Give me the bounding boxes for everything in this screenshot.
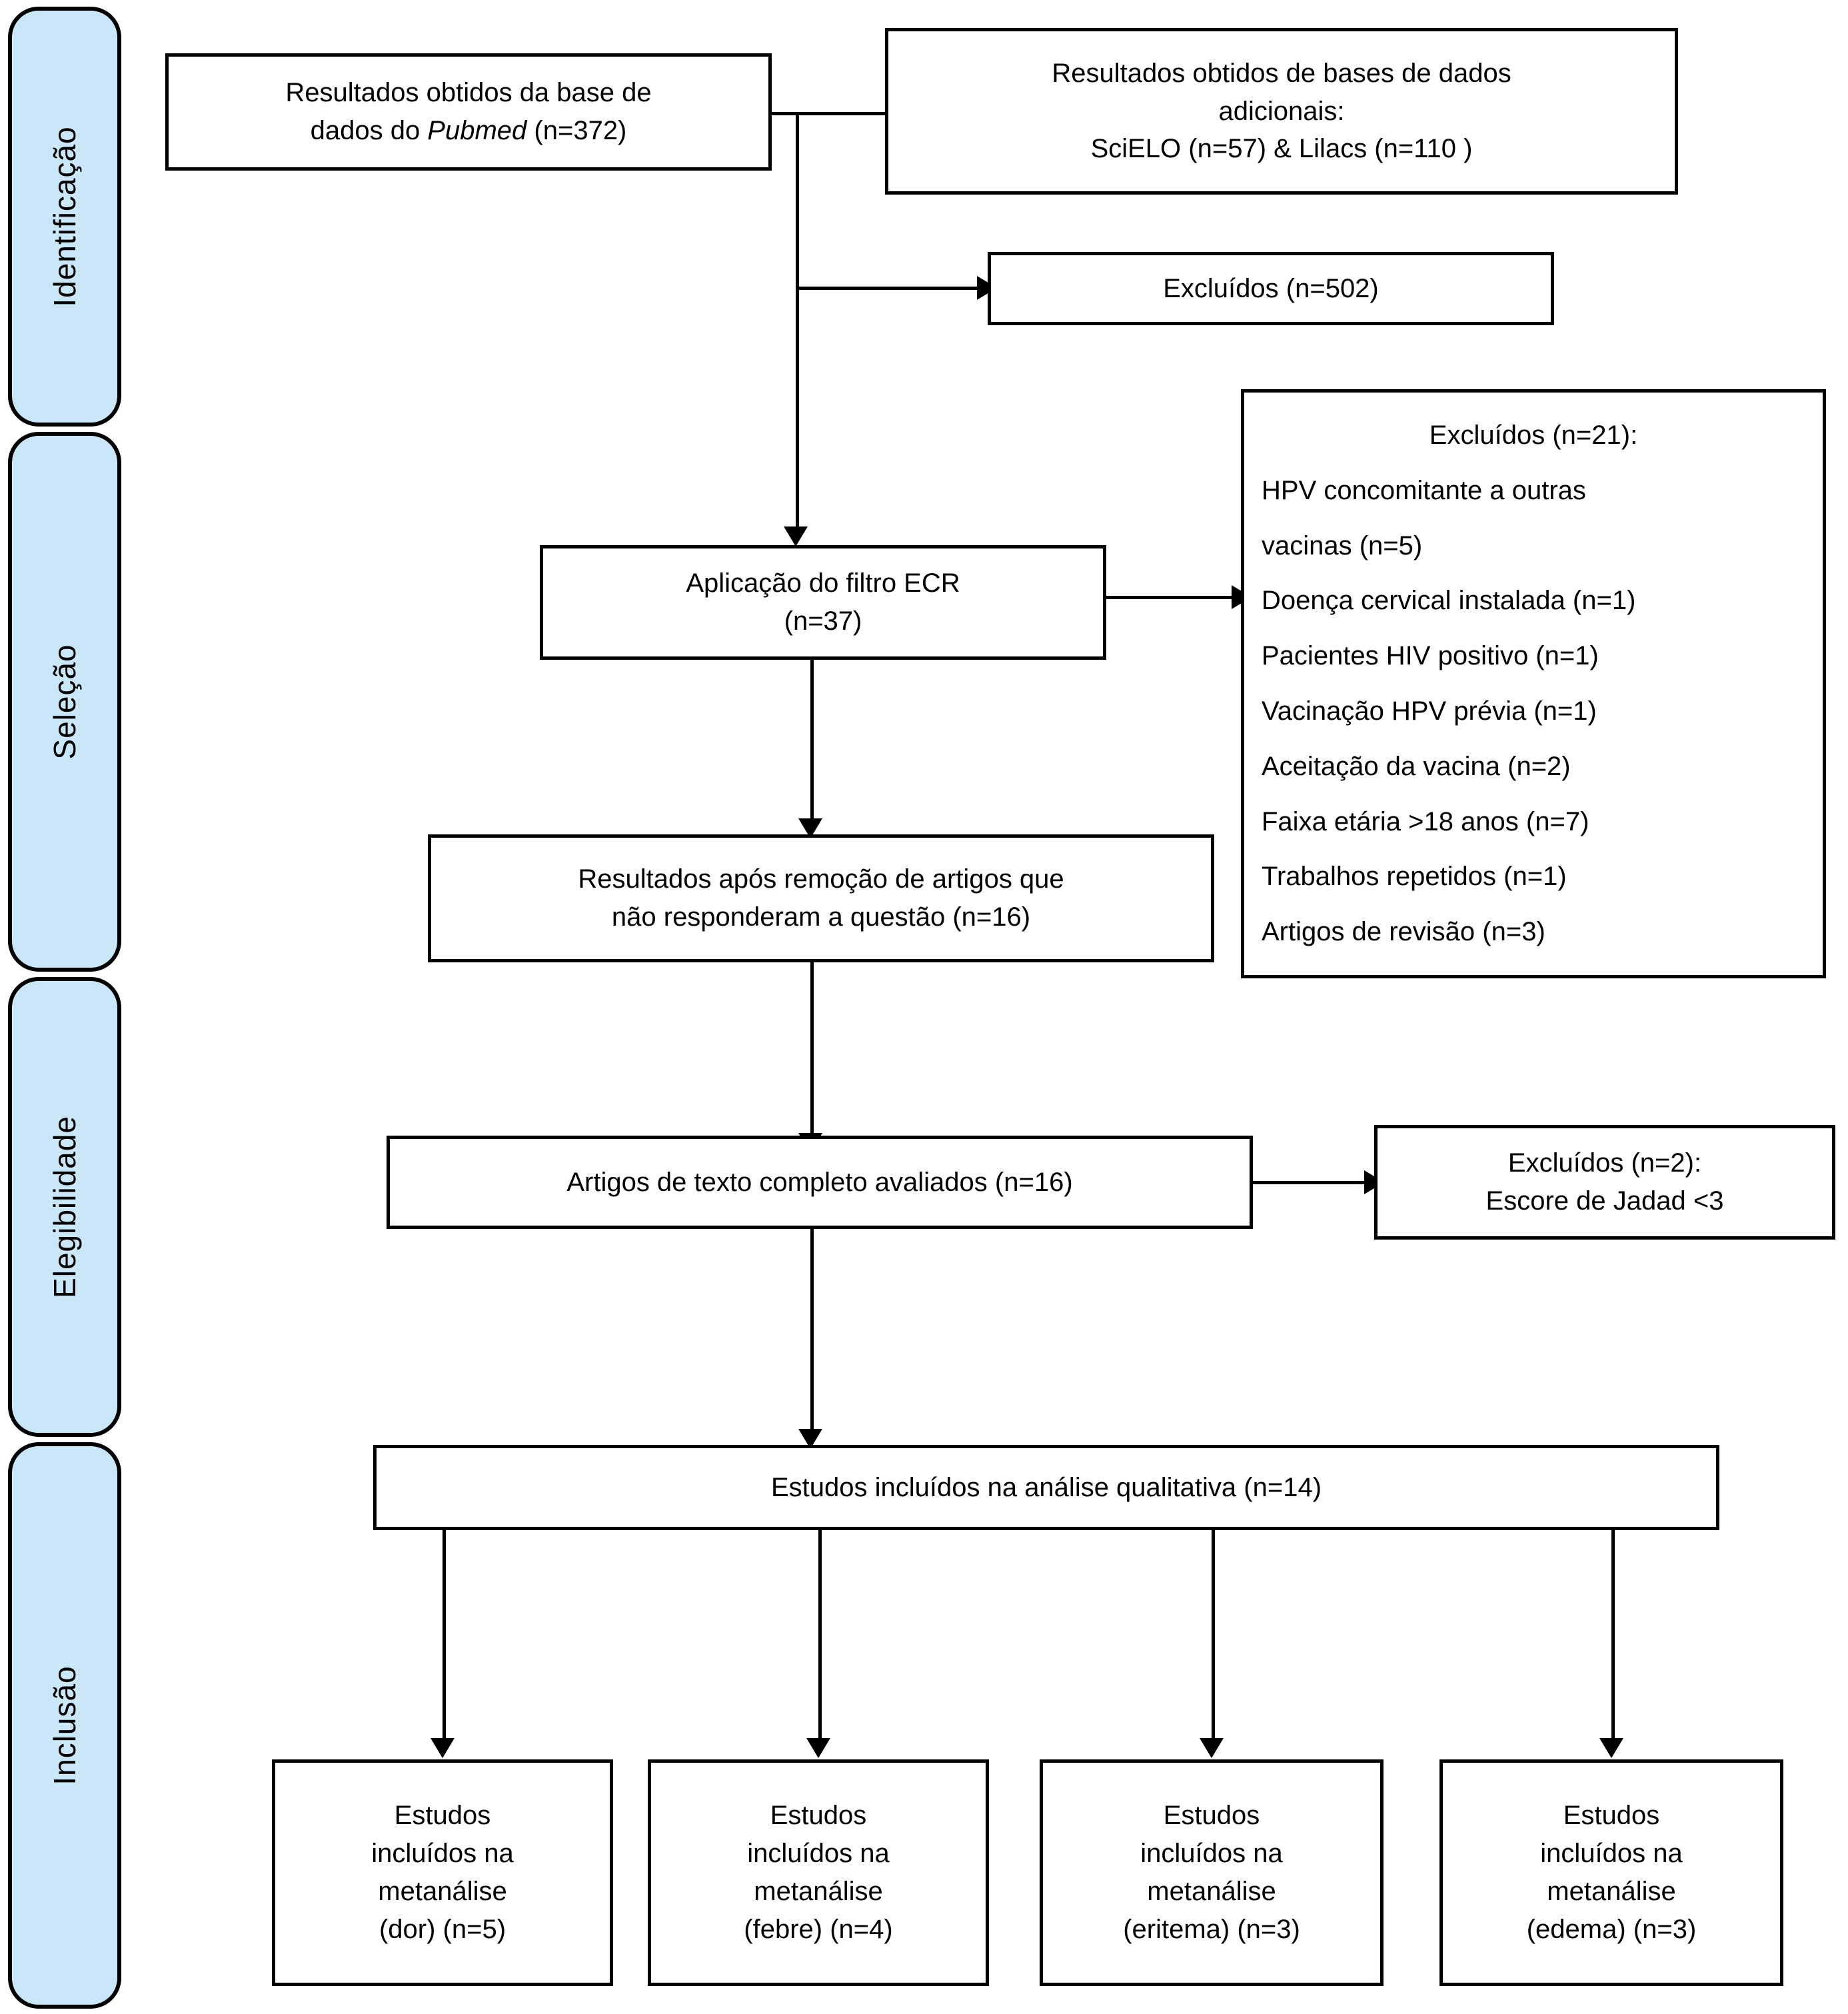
pubmed-line-2-suffix: (n=372): [526, 116, 627, 145]
box-pubmed-results: Resultados obtidos da base de dados do P…: [165, 53, 772, 171]
connector-fulltext-to-qualitative: [810, 1228, 814, 1441]
metanalysis-eritema-line-3: metanálise: [1147, 1877, 1276, 1906]
metanalysis-dor-line-2: incluídos na: [371, 1839, 514, 1869]
pubmed-source-name: Pubmed: [427, 116, 527, 145]
pubmed-line-2-prefix: dados do: [310, 116, 428, 145]
additional-line-2: adicionais:: [1218, 96, 1345, 126]
excluded-21-item: Pacientes HIV positivo (n=1): [1262, 641, 1599, 671]
connector-trunk-to-excluded-502: [796, 287, 982, 290]
metanalysis-dor-line-3: metanálise: [378, 1877, 507, 1906]
after-removal-line-2: não responderam a questão (n=16): [611, 902, 1031, 932]
additional-line-1: Resultados obtidos de bases de dados: [1052, 58, 1511, 88]
box-excluded-502: Excluídos (n=502): [988, 252, 1554, 325]
qualitative-analysis-text: Estudos incluídos na análise qualitativa…: [770, 1472, 1322, 1502]
box-additional-databases: Resultados obtidos de bases de dados adi…: [885, 28, 1678, 195]
additional-line-3: SciELO (n=57) & Lilacs (n=110 ): [1090, 134, 1473, 164]
excluded-21-item: Aceitação da vacina (n=2): [1262, 751, 1571, 781]
connector-qualitative-to-dor: [443, 1485, 446, 1751]
arrow-to-metanalysis-edema: [1599, 1738, 1623, 1758]
connector-fulltext-to-excluded-2: [1253, 1181, 1376, 1184]
connector-qualitative-to-edema: [1611, 1485, 1615, 1751]
excluded-21-item: vacinas (n=5): [1262, 530, 1423, 560]
fulltext-assessed-text: Artigos de texto completo avaliados (n=1…: [566, 1167, 1073, 1197]
metanalysis-eritema-line-4: (eritema) (n=3): [1123, 1914, 1300, 1944]
metanalysis-febre-line-3: metanálise: [754, 1877, 883, 1906]
connector-qualitative-to-eritema: [1212, 1485, 1215, 1751]
arrow-to-metanalysis-dor: [431, 1738, 455, 1758]
stage-elegibilidade: Elegibilidade: [8, 977, 121, 1437]
stage-identificacao: Identificação: [8, 7, 121, 427]
metanalysis-edema-line-4: (edema) (n=3): [1526, 1914, 1697, 1944]
metanalysis-febre-line-2: incluídos na: [747, 1839, 890, 1869]
box-qualitative-analysis: Estudos incluídos na análise qualitativa…: [373, 1445, 1719, 1530]
excluded-21-item: Artigos de revisão (n=3): [1262, 917, 1545, 947]
stage-selecao: Seleção: [8, 432, 121, 972]
filtro-ecr-line-2: (n=37): [784, 606, 862, 636]
connector-after-removal-to-fulltext: [810, 960, 814, 1146]
metanalysis-febre-line-1: Estudos: [770, 1801, 867, 1831]
stage-inclusao: Inclusão: [8, 1442, 121, 2009]
metanalysis-eritema-line-1: Estudos: [1163, 1801, 1260, 1831]
excluded-2-line-1: Excluídos (n=2):: [1507, 1148, 1702, 1178]
metanalysis-eritema-line-2: incluídos na: [1140, 1839, 1283, 1869]
arrow-to-metanalysis-febre: [806, 1738, 830, 1758]
excluded-21-title: Excluídos (n=21):: [1429, 421, 1638, 450]
after-removal-line-1: Resultados após remoção de artigos que: [578, 864, 1064, 894]
box-after-removal: Resultados após remoção de artigos que n…: [428, 834, 1214, 962]
stage-label-inclusao: Inclusão: [47, 1665, 82, 1785]
metanalysis-dor-line-4: (dor) (n=5): [379, 1914, 506, 1944]
excluded-502-text: Excluídos (n=502): [1163, 273, 1379, 303]
metanalysis-dor-line-1: Estudos: [394, 1801, 491, 1831]
stage-label-elegibilidade: Elegibilidade: [47, 1116, 82, 1298]
excluded-21-item: HPV concomitante a outras: [1262, 475, 1586, 505]
connector-filtro-to-excluded-21: [1106, 596, 1244, 599]
excluded-21-item: Trabalhos repetidos (n=1): [1262, 862, 1567, 892]
excluded-21-item: Faixa etária >18 anos (n=7): [1262, 806, 1589, 836]
excluded-21-item: Doença cervical instalada (n=1): [1262, 586, 1636, 616]
metanalysis-febre-line-4: (febre) (n=4): [744, 1914, 893, 1944]
box-metanalysis-febre: Estudos incluídos na metanálise (febre) …: [648, 1759, 989, 1986]
metanalysis-edema-line-3: metanálise: [1547, 1877, 1676, 1906]
stage-label-identificacao: Identificação: [47, 126, 82, 307]
box-filtro-ecr: Aplicação do filtro ECR (n=37): [540, 545, 1106, 660]
filtro-ecr-line-1: Aplicação do filtro ECR: [686, 568, 960, 598]
box-metanalysis-dor: Estudos incluídos na metanálise (dor) (n…: [272, 1759, 613, 1986]
arrow-trunk-to-filtro-ecr: [784, 526, 808, 546]
metanalysis-edema-line-2: incluídos na: [1540, 1839, 1683, 1869]
excluded-21-item: Vacinação HPV prévia (n=1): [1262, 696, 1597, 726]
connector-trunk-identification: [796, 112, 799, 536]
arrow-to-metanalysis-eritema: [1200, 1738, 1224, 1758]
box-metanalysis-eritema: Estudos incluídos na metanálise (eritema…: [1040, 1759, 1384, 1986]
box-excluded-21: Excluídos (n=21): HPV concomitante a out…: [1241, 389, 1826, 978]
stage-label-selecao: Seleção: [47, 644, 82, 760]
connector-junction-to-additional: [797, 112, 888, 115]
metanalysis-edema-line-1: Estudos: [1563, 1801, 1660, 1831]
connector-qualitative-to-febre: [818, 1485, 822, 1751]
excluded-2-line-2: Escore de Jadad <3: [1485, 1186, 1724, 1216]
box-fulltext-assessed: Artigos de texto completo avaliados (n=1…: [387, 1136, 1253, 1229]
connector-filtro-to-after-removal: [810, 660, 814, 830]
pubmed-line-1: Resultados obtidos da base de: [285, 78, 652, 108]
box-metanalysis-edema: Estudos incluídos na metanálise (edema) …: [1439, 1759, 1783, 1986]
box-excluded-2: Excluídos (n=2): Escore de Jadad <3: [1374, 1125, 1835, 1240]
